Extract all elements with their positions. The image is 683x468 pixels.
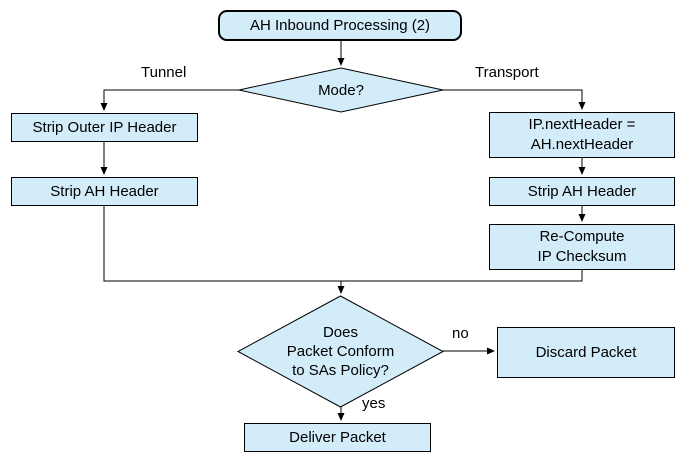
deliver-packet-node: Deliver Packet (244, 423, 431, 452)
strip-ah-header-left-node: Strip AH Header (11, 177, 198, 206)
transport-branch-label: Transport (475, 64, 539, 81)
mode-decision-diamond (238, 67, 444, 113)
no-branch-label: no (452, 325, 469, 342)
policy-decision-diamond (236, 295, 445, 408)
edge-mode-to-ip-next (443, 89, 586, 110)
edge-mode-to-strip-outer (100, 89, 239, 111)
start-node: AH Inbound Processing (2) (218, 10, 462, 41)
discard-packet-node: Discard Packet (497, 327, 675, 378)
edge-left-branch-merge (103, 206, 341, 282)
strip-outer-ip-header-node: Strip Outer IP Header (11, 113, 198, 142)
strip-ah-header-right-node: Strip AH Header (489, 177, 675, 206)
connector-lines (100, 41, 586, 421)
recompute-checksum-node: Re-Compute IP Checksum (489, 224, 675, 270)
yes-branch-label: yes (362, 395, 386, 412)
ip-nextheader-node: IP.nextHeader = AH.nextHeader (489, 112, 675, 158)
tunnel-branch-label: Tunnel (141, 64, 187, 81)
edge-right-branch-merge (341, 270, 583, 282)
diamond-shapes (236, 67, 445, 408)
